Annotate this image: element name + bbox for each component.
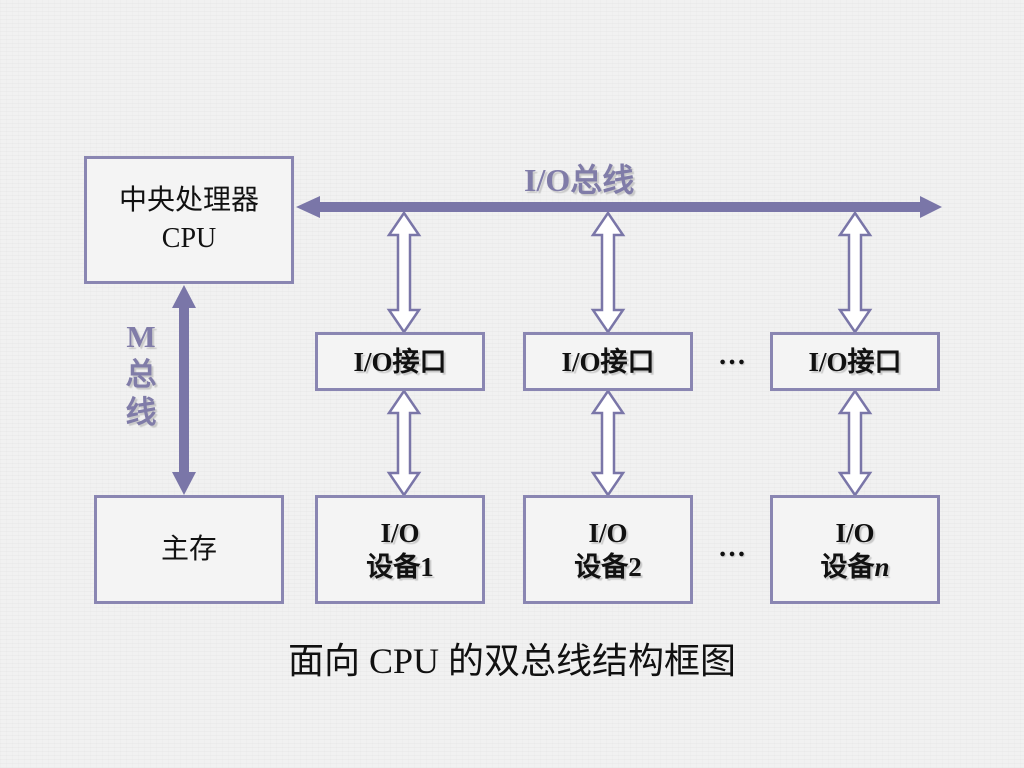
io-interface-2-label: I/O接口 xyxy=(561,346,655,377)
io-device-n-line2: 设备n xyxy=(820,550,889,584)
m-bus-label: M 总 线 xyxy=(121,318,161,432)
io-device-2-line2: 设备2 xyxy=(574,550,642,584)
main-memory-label: 主存 xyxy=(160,533,217,565)
io-bus-label: I/O总线 xyxy=(524,162,635,198)
device-ellipsis: … xyxy=(718,532,746,563)
m-bus-label-char-3: 线 xyxy=(125,395,157,430)
io-device-2-line1: I/O xyxy=(588,517,628,548)
io-device-1-line2: 设备1 xyxy=(366,550,434,584)
bus-to-interface-2-arrow xyxy=(590,210,626,335)
io-interface-2-box: I/O接口 xyxy=(523,332,693,391)
io-device-n-name: 设备 xyxy=(820,551,875,582)
main-memory-box: 主存 xyxy=(94,495,284,604)
cpu-abbr-label: CPU xyxy=(161,223,217,254)
io-device-2-box: I/O 设备2 xyxy=(523,495,693,604)
interface-to-device-2-arrow xyxy=(590,388,626,498)
io-device-n-line1: I/O xyxy=(835,517,875,548)
m-bus-label-char-2: 总 xyxy=(125,357,157,392)
io-interface-1-label: I/O接口 xyxy=(353,346,447,377)
io-interface-1-box: I/O接口 xyxy=(315,332,485,391)
io-device-1-line1: I/O xyxy=(380,517,420,548)
m-bus-label-char-1: M xyxy=(126,319,156,354)
io-device-1-box: I/O 设备1 xyxy=(315,495,485,604)
cpu-box: 中央处理器 CPU xyxy=(84,156,294,284)
io-interface-n-label: I/O接口 xyxy=(808,346,902,377)
interface-to-device-n-arrow xyxy=(837,388,873,498)
interface-to-device-1-arrow xyxy=(386,388,422,498)
interface-ellipsis: … xyxy=(718,340,746,371)
io-device-n-index: n xyxy=(874,551,890,582)
io-bus-arrow xyxy=(296,196,942,218)
io-device-2-index: 2 xyxy=(628,551,642,582)
cpu-name-label: 中央处理器 xyxy=(118,185,259,216)
bus-to-interface-1-arrow xyxy=(386,210,422,335)
diagram-caption: 面向 CPU 的双总线结构框图 xyxy=(287,641,737,681)
io-interface-n-box: I/O接口 xyxy=(770,332,940,391)
io-device-1-index: 1 xyxy=(420,551,434,582)
io-device-n-box: I/O 设备n xyxy=(770,495,940,604)
bus-to-interface-n-arrow xyxy=(837,210,873,335)
m-bus-arrow xyxy=(172,285,196,495)
io-device-2-name: 设备 xyxy=(574,551,629,582)
io-device-1-name: 设备 xyxy=(366,551,421,582)
